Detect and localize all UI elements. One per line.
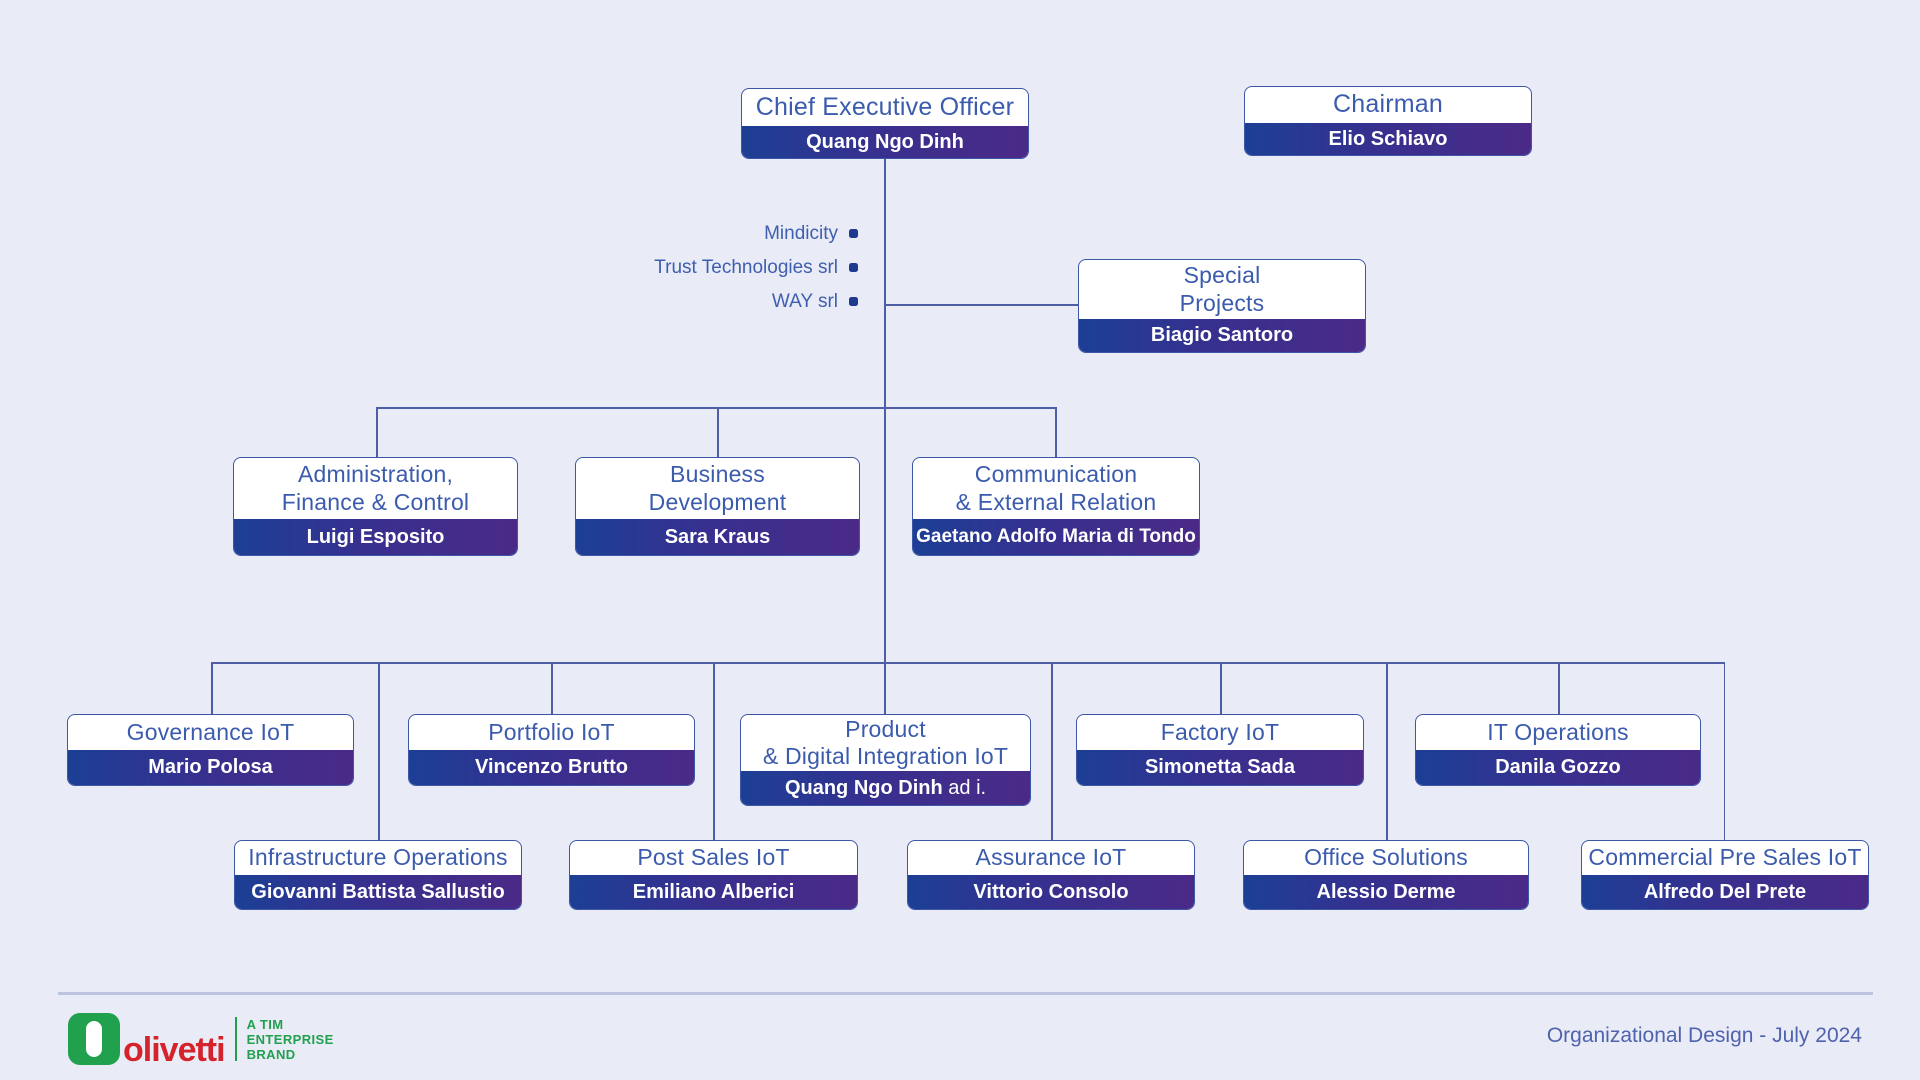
org-node-name-suffix: ad i. [942,777,987,799]
org-node-communication: Communication & External Relation Gaetan… [912,457,1200,556]
org-node-name: Alfredo Del Prete [1582,875,1868,909]
org-node-name: Luigi Esposito [234,519,517,555]
org-node-administration: Administration, Finance & Control Luigi … [233,457,518,556]
connector-line [1723,662,1725,840]
olivetti-wordmark: olivetti [123,1031,226,1069]
org-node-name: Giovanni Battista Sallustio [235,875,521,909]
org-node-name: Emiliano Alberici [570,875,857,909]
connector-line [1558,662,1560,714]
org-node-name: Quang Ngo Dinh [742,126,1028,158]
subsidiary-row: Mindicity [654,222,858,245]
org-node-chairman: Chairman Elio Schiavo [1244,86,1532,156]
org-node-name: Vincenzo Brutto [409,750,694,785]
connector-line [1220,662,1222,714]
org-node-title: Special Projects [1179,262,1265,316]
connector-line [211,662,213,714]
connector-line [1386,662,1388,840]
org-node-name: Quang Ngo Dinh ad i. [741,771,1030,805]
connector-line [376,407,1056,409]
connector-line [713,662,715,840]
org-node-name: Elio Schiavo [1245,123,1531,155]
org-node-title: Business Development [648,461,787,515]
org-node-title: Chief Executive Officer [755,92,1015,121]
org-node-office-solutions: Office Solutions Alessio Derme [1243,840,1529,910]
olivetti-logo-slot [86,1021,102,1057]
org-node-title: Factory IoT [1160,718,1280,745]
org-node-product-digital-integration: Product & Digital Integration IoT Quang … [740,714,1031,806]
connector-line [1051,662,1053,840]
bullet-icon [849,263,858,272]
org-node-name: Gaetano Adolfo Maria di Tondo [913,519,1199,555]
subsidiary-row: WAY srl [654,290,858,313]
subsidiary-row: Trust Technologies srl [654,256,858,279]
org-node-title: Communication & External Relation [955,461,1157,515]
org-node-portfolio-iot: Portfolio IoT Vincenzo Brutto [408,714,695,786]
org-node-name: Danila Gozzo [1416,750,1700,785]
connector-line [884,304,1078,306]
olivetti-logo-icon [68,1013,120,1065]
connector-line [376,407,378,457]
org-node-name: Vittorio Consolo [908,875,1194,909]
org-node-commercial-pre-sales-iot: Commercial Pre Sales IoT Alfredo Del Pre… [1581,840,1869,910]
connector-line [884,159,886,714]
footer-divider [58,992,1873,995]
org-node-factory-iot: Factory IoT Simonetta Sada [1076,714,1364,786]
connector-line [551,662,553,714]
org-node-infrastructure-operations: Infrastructure Operations Giovanni Batti… [234,840,522,910]
connector-line [717,407,719,457]
olivetti-logo: olivetti A TIM ENTERPRISE BRAND [68,1013,334,1069]
connector-line [378,662,380,840]
tim-brand-tagline: A TIM ENTERPRISE BRAND [246,1016,334,1062]
org-node-name: Mario Polosa [68,750,353,785]
org-node-assurance-iot: Assurance IoT Vittorio Consolo [907,840,1195,910]
org-node-post-sales-iot: Post Sales IoT Emiliano Alberici [569,840,858,910]
org-node-business-development: Business Development Sara Kraus [575,457,860,556]
org-node-title: Assurance IoT [975,844,1127,871]
bullet-icon [849,229,858,238]
org-node-title: Post Sales IoT [637,844,790,871]
footer-note: Organizational Design - July 2024 [1546,1024,1862,1047]
org-node-title: Administration, Finance & Control [281,461,470,515]
subsidiary-label: WAY srl [771,290,838,312]
org-node-name: Biagio Santoro [1079,319,1365,352]
org-node-title: Infrastructure Operations [248,844,508,871]
org-node-title: Commercial Pre Sales IoT [1588,844,1862,871]
subsidiary-label: Trust Technologies srl [654,256,838,278]
org-node-governance-iot: Governance IoT Mario Polosa [67,714,354,786]
org-node-it-operations: IT Operations Danila Gozzo [1415,714,1701,786]
org-node-name: Simonetta Sada [1077,750,1363,785]
org-node-special-projects: Special Projects Biagio Santoro [1078,259,1366,353]
connector-line [211,662,1725,664]
connector-line [1055,407,1057,457]
org-node-title: Chairman [1333,90,1443,119]
org-node-title: Governance IoT [126,718,295,745]
org-node-title: Product & Digital Integration IoT [762,715,1009,769]
org-node-title: IT Operations [1487,718,1629,745]
org-node-ceo: Chief Executive Officer Quang Ngo Dinh [741,88,1029,159]
org-node-name: Alessio Derme [1244,875,1528,909]
org-node-name: Sara Kraus [576,519,859,555]
subsidiaries-list: Mindicity Trust Technologies srl WAY srl [654,222,858,324]
subsidiary-label: Mindicity [764,222,838,244]
bullet-icon [849,297,858,306]
org-node-title: Portfolio IoT [488,718,615,745]
logo-separator [234,1017,237,1061]
org-node-name-main: Quang Ngo Dinh [784,777,943,799]
org-node-title: Office Solutions [1304,844,1468,871]
